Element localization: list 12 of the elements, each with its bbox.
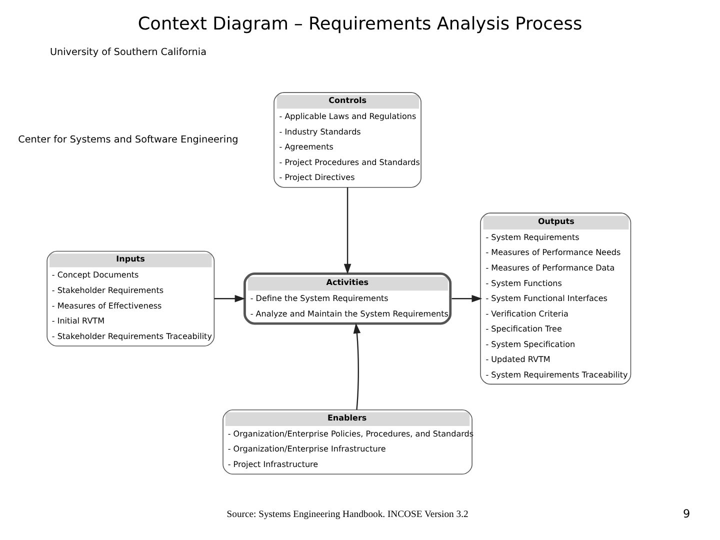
node-box: Outputs - System Requirements - Measures of Performance Needs - Measures of Performance Data - System Functions - System Functional Interfaces - Verification Criteria - Specification Tree - System Specification - Updated RVTM - System Requirements Traceability	[480, 212, 632, 384]
node-box: Inputs - Concept Documents - Stakeholder Requirements - Measures of Effectiveness - Initial RVTM - Stakeholder Requirements Traceability	[46, 250, 215, 346]
node-box: Activities - Define the System Requirements - Analyze and Maintain the System Requirements	[244, 272, 452, 324]
label: University of Southern California	[50, 46, 206, 58]
arrow	[452, 294, 482, 302]
arrow	[344, 186, 352, 274]
label: 9	[682, 506, 690, 520]
arrow	[353, 322, 361, 410]
diagram-title: Context Diagram – Requirements Analysis Process	[138, 14, 582, 34]
arrow	[214, 294, 246, 302]
caption: Source: Systems Engineering Handbook. INCOSE Version 3.2	[226, 508, 468, 520]
label: Center for Systems and Software Engineering	[18, 134, 238, 145]
